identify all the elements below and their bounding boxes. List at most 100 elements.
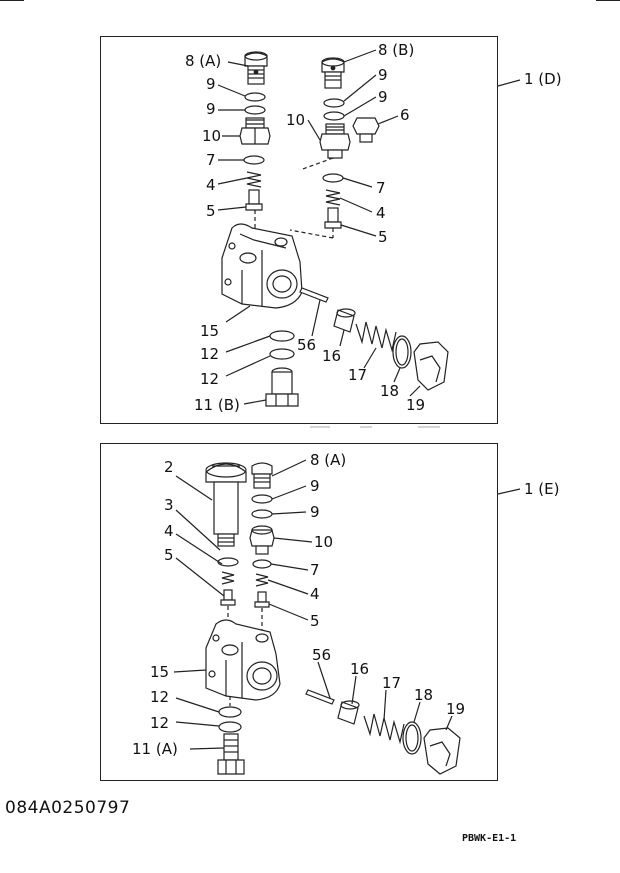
callout-bottom-10: 10	[314, 533, 333, 551]
bolt-8b-top	[321, 57, 345, 89]
gasket-18-top	[392, 335, 412, 369]
callout-bottom-12b: 12	[150, 714, 169, 732]
washer-9-e	[251, 494, 273, 504]
spring-4-bottom-right	[255, 573, 269, 587]
callout-bottom-12a: 12	[150, 688, 169, 706]
callout-top-12a: 12	[200, 345, 219, 363]
callout-top-5b: 5	[378, 228, 388, 246]
callout-bottom-3: 3	[164, 496, 174, 514]
callout-top-9b: 9	[206, 100, 216, 118]
leaders-top	[217, 49, 421, 405]
callout-top-18: 18	[380, 382, 399, 400]
filter-2-bottom	[205, 462, 247, 547]
callout-bottom-17: 17	[382, 674, 401, 692]
callout-top-10a: 10	[202, 127, 221, 145]
callout-bottom-5b: 5	[310, 612, 320, 630]
washer-9-b	[244, 105, 266, 115]
o-ring-7-top-right	[322, 173, 344, 183]
callout-top-11b: 11 (B)	[194, 396, 240, 414]
washer-12-top-a	[269, 330, 295, 342]
piston-16-top	[333, 308, 356, 333]
valve-5-top-right	[324, 207, 342, 229]
piston-16-bottom	[337, 700, 360, 725]
pump-body-15-top	[221, 223, 303, 309]
pump-body-15-bottom	[205, 619, 281, 701]
spring-4-top-right	[325, 189, 341, 206]
valve-5-bottom-right	[254, 591, 270, 608]
callout-top-9c: 9	[378, 66, 388, 84]
washer-12-bottom-a	[218, 706, 242, 718]
o-ring-7-top-left	[243, 155, 265, 165]
assembly-label-1d: 1 (D)	[524, 70, 562, 88]
valve-5-bottom-left	[220, 589, 236, 606]
callout-bottom-5a: 5	[164, 546, 174, 564]
plug-19-bottom	[423, 727, 461, 775]
callout-bottom-19: 19	[446, 700, 465, 718]
connector-10-top-left	[239, 117, 271, 145]
callout-top-5a: 5	[206, 202, 216, 220]
callout-bottom-9b: 9	[310, 503, 320, 521]
callout-bottom-9a: 9	[310, 477, 320, 495]
o-ring-7-bottom	[252, 559, 272, 569]
callout-top-7a: 7	[206, 151, 216, 169]
callout-bottom-7: 7	[310, 561, 320, 579]
leaders-bottom	[173, 459, 453, 750]
assembly-label-1e: 1 (E)	[524, 480, 560, 498]
callout-top-4b: 4	[376, 204, 386, 222]
bolt-8a-bottom	[251, 462, 273, 489]
callout-bottom-18: 18	[414, 686, 433, 704]
spring-4-top-left	[246, 171, 262, 188]
callout-top-9a: 9	[206, 75, 216, 93]
callout-top-6: 6	[400, 106, 410, 124]
pin-56-top	[299, 287, 329, 303]
callout-bottom-4b: 4	[310, 585, 320, 603]
callout-top-56: 56	[297, 336, 316, 354]
page-code: PBWK-E1-1	[462, 833, 517, 844]
callout-top-15: 15	[200, 322, 219, 340]
callout-bottom-11a: 11 (A)	[132, 740, 178, 758]
callout-top-19: 19	[406, 396, 425, 414]
callout-bottom-4a: 4	[164, 522, 174, 540]
valve-5-top-left	[245, 189, 263, 211]
callout-bottom-15: 15	[150, 663, 169, 681]
panel-top-frame	[100, 36, 498, 424]
spring-17-top	[355, 321, 397, 353]
callout-bottom-8a: 8 (A)	[310, 451, 346, 469]
gasket-18-bottom	[402, 721, 422, 755]
panel-bottom-frame	[100, 443, 498, 781]
plug-19-top	[413, 341, 449, 391]
washer-12-top-b	[269, 348, 295, 360]
washer-9-c	[323, 98, 345, 108]
spring-4-bottom-left	[221, 571, 235, 585]
bolt-11b-top	[265, 367, 299, 407]
pin-56-bottom	[305, 689, 335, 705]
callout-top-8b: 8 (B)	[378, 41, 414, 59]
o-ring-3-bottom	[217, 557, 239, 567]
callout-top-9d: 9	[378, 88, 388, 106]
callout-top-16: 16	[322, 347, 341, 365]
callout-top-12b: 12	[200, 370, 219, 388]
connector-10-top-right	[319, 123, 351, 159]
washer-9-a	[244, 92, 266, 102]
callout-top-17: 17	[348, 366, 367, 384]
corner-mark-left	[0, 0, 24, 2]
callout-bottom-56: 56	[312, 646, 331, 664]
callout-top-4a: 4	[206, 176, 216, 194]
callout-top-8a: 8 (A)	[185, 52, 221, 70]
leader-top-assembly	[497, 79, 521, 87]
bolt-8a-top	[244, 51, 268, 85]
washer-9-d	[323, 111, 345, 121]
callout-bottom-2: 2	[164, 458, 174, 476]
callout-bottom-16: 16	[350, 660, 369, 678]
leader-bottom-assembly	[497, 488, 521, 495]
washer-12-bottom-b	[218, 721, 242, 733]
washer-9-f	[251, 509, 273, 519]
bolt-11a-bottom	[217, 733, 245, 775]
corner-mark-right	[596, 0, 620, 2]
drawing-number: 084A0250797	[5, 798, 131, 818]
callout-top-10b: 10	[286, 111, 305, 129]
plug-6-top	[352, 117, 380, 143]
connector-10-bottom	[249, 525, 275, 555]
callout-top-7b: 7	[376, 179, 386, 197]
